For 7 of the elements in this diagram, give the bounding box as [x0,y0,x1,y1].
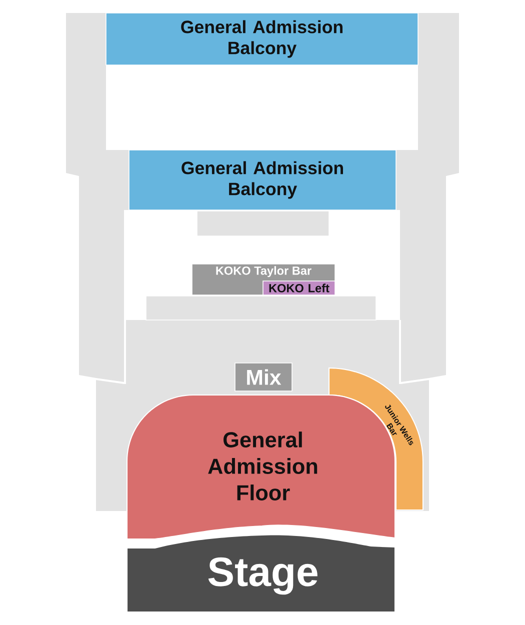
seating-section [146,296,376,320]
balcony-section: General Admission Balcony [128,150,396,210]
seating-section: KOKO Left [262,280,336,296]
seating-section [196,210,330,236]
balcony-section: General Admission Balcony [106,12,418,66]
stage: Stage [126,534,396,613]
mix-booth: Mix [234,362,292,392]
